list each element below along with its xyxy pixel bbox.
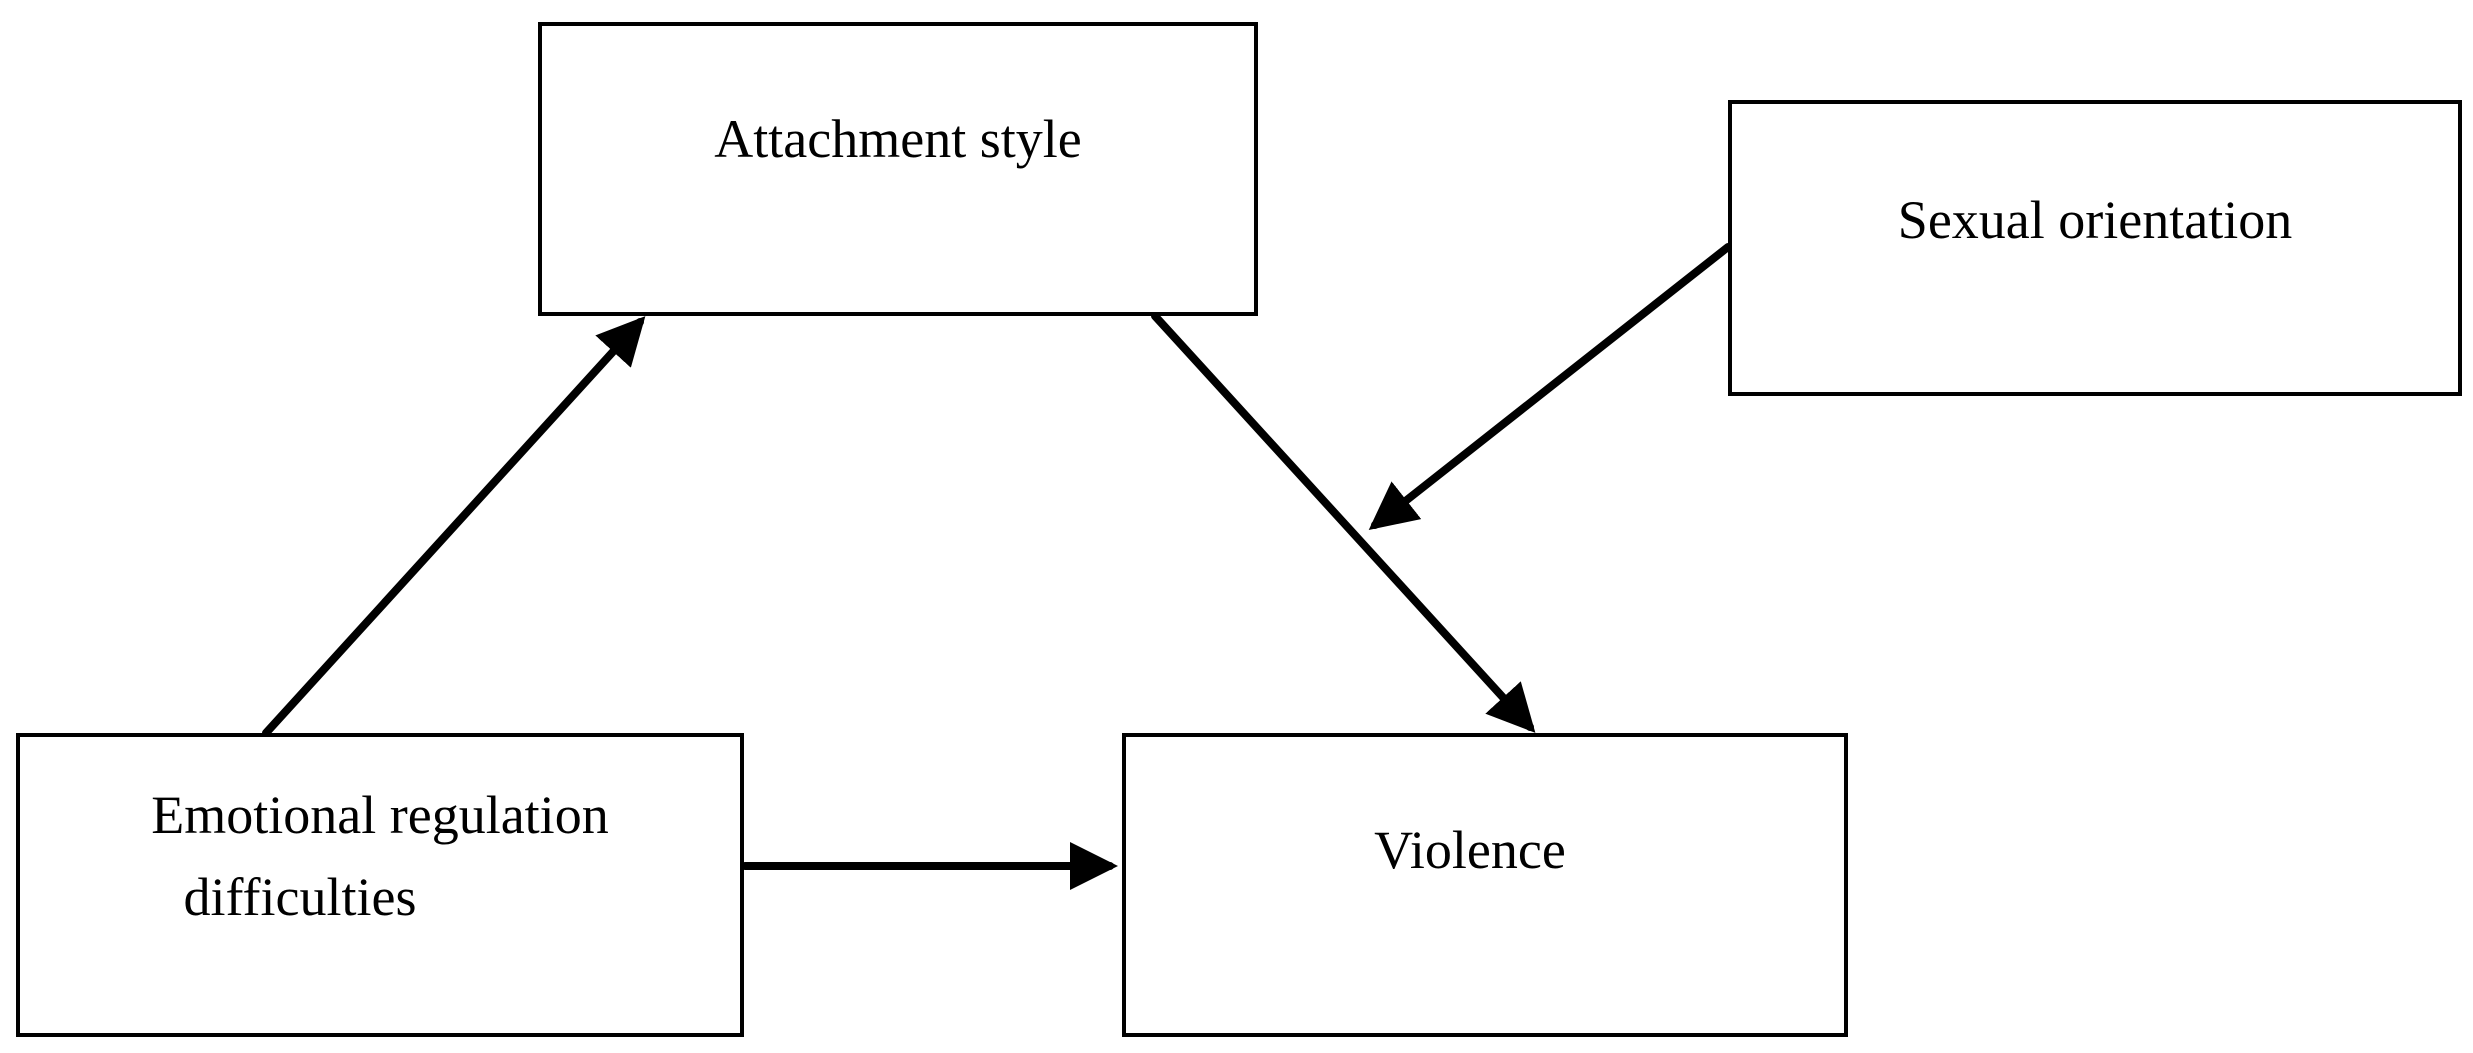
- node-violence: Violence: [1122, 733, 1848, 1037]
- node-violence-label: Violence: [1374, 820, 1566, 880]
- edge-attachment-to-violence: [1151, 312, 1536, 733]
- node-emotional-regulation: Emotional regulation difficulties: [16, 733, 744, 1037]
- node-attachment-style-label: Attachment style: [714, 109, 1081, 169]
- edge-sexual-orientation-moderation: [1368, 243, 1732, 530]
- node-sexual-orientation-label: Sexual orientation: [1898, 190, 2292, 250]
- node-sexual-orientation: Sexual orientation: [1728, 100, 2462, 396]
- node-sexual-orientation-box: [1728, 100, 2462, 396]
- node-attachment-style: Attachment style: [538, 22, 1258, 316]
- node-emotional-regulation-label-line2: difficulties: [184, 867, 417, 927]
- node-emotional-regulation-box: [16, 733, 744, 1037]
- node-attachment-style-box: [538, 22, 1258, 316]
- node-emotional-regulation-label-line1: Emotional regulation: [151, 785, 608, 845]
- edge-emotional-to-attachment: [262, 316, 646, 737]
- node-violence-box: [1122, 733, 1848, 1037]
